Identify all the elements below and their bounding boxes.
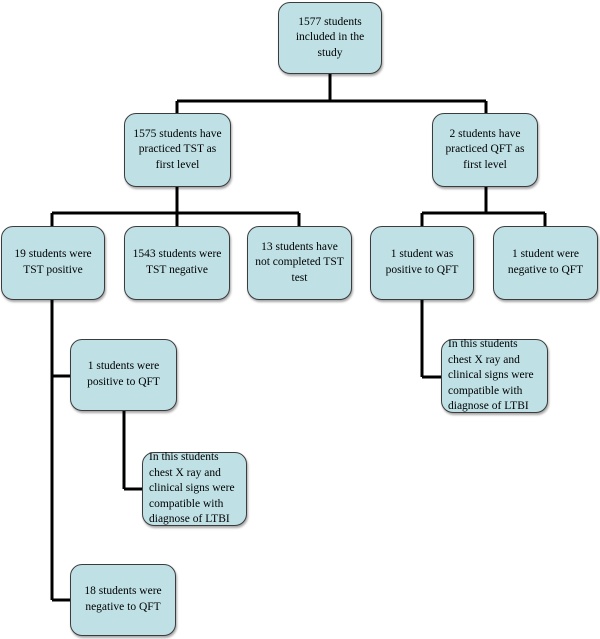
node-qft-positive-tst: 1 students were positive to QFT xyxy=(70,339,177,411)
node-qft-first-label: 2 students have practiced QFT as first l… xyxy=(445,127,525,171)
node-qft-negative-1-label: 1 student were negative to QFT xyxy=(507,248,584,276)
node-tst-negative-label: 1543 students were TST negative xyxy=(132,248,222,276)
node-qft-negative-18-label: 18 students were negative to QFT xyxy=(84,585,162,613)
node-qft-positive-tst-label: 1 students were positive to QFT xyxy=(87,360,160,388)
node-ltbi-left-label: In this students chest X ray and clinica… xyxy=(149,451,235,526)
node-ltbi-right: In this students chest X ray and clinica… xyxy=(441,338,548,413)
node-root: 1577 students included in the study xyxy=(278,2,382,74)
node-qft-negative-1: 1 student were negative to QFT xyxy=(493,226,598,300)
node-tst-positive: 19 students were TST positive xyxy=(1,226,105,300)
node-tst-not-completed-label: 13 students have not completed TST test xyxy=(255,240,344,284)
node-qft-positive-1: 1 student was positive to QFT xyxy=(370,226,474,300)
node-qft-positive-1-label: 1 student was positive to QFT xyxy=(385,248,459,276)
node-tst-not-completed: 13 students have not completed TST test xyxy=(247,226,352,300)
node-qft-negative-18: 18 students were negative to QFT xyxy=(70,564,176,636)
node-ltbi-left: In this students chest X ray and clinica… xyxy=(142,451,247,526)
node-tst-positive-label: 19 students were TST positive xyxy=(14,248,92,276)
node-ltbi-right-label: In this students chest X ray and clinica… xyxy=(448,338,534,413)
node-tst-first-label: 1575 students have practiced TST as firs… xyxy=(133,127,222,171)
node-qft-first: 2 students have practiced QFT as first l… xyxy=(432,113,538,187)
node-tst-negative: 1543 students were TST negative xyxy=(124,226,230,300)
node-tst-first: 1575 students have practiced TST as firs… xyxy=(124,113,231,187)
node-root-label: 1577 students included in the study xyxy=(295,15,365,59)
